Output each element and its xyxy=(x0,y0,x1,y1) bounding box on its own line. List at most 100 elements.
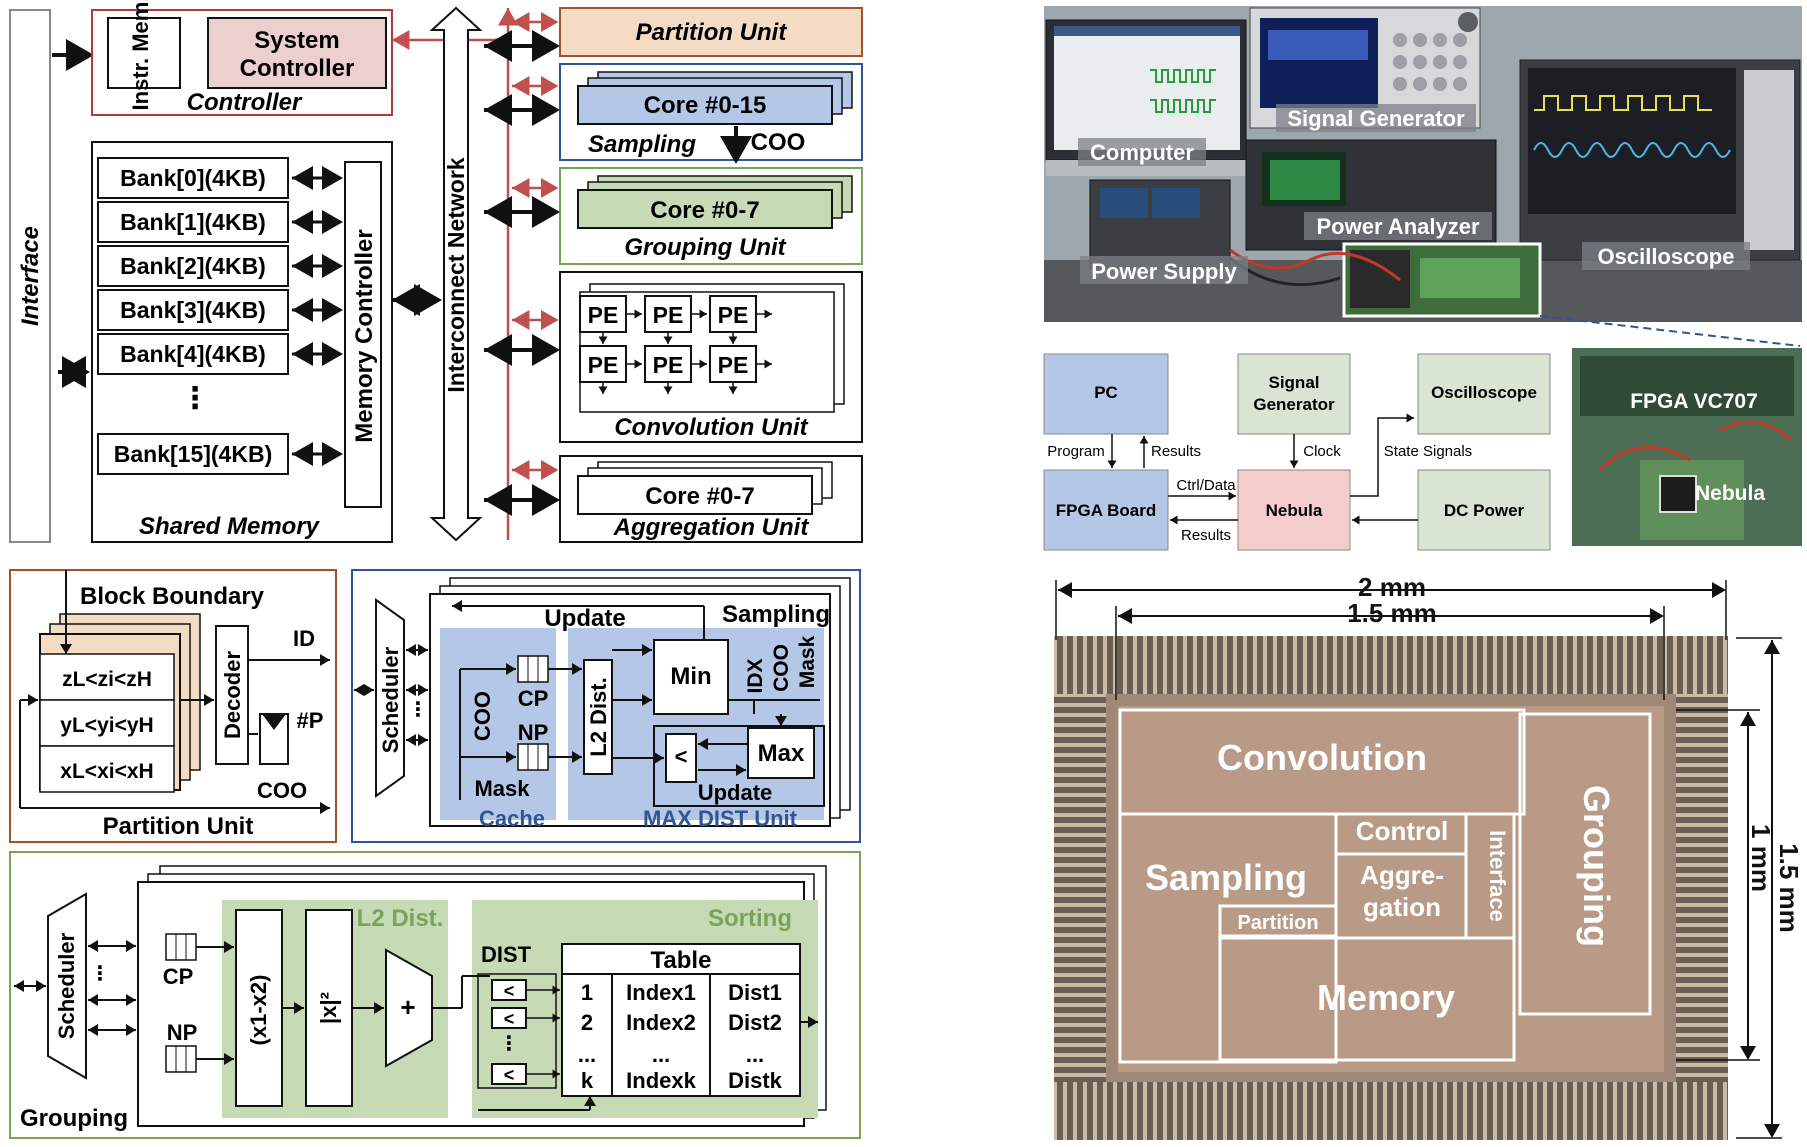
pe-label: PE xyxy=(718,352,749,378)
table-cell: 1 xyxy=(581,980,593,1005)
table-cell: Indexk xyxy=(626,1068,696,1093)
partition-unit-box xyxy=(559,7,863,57)
pe-label: PE xyxy=(588,302,619,328)
sampling-scheduler-label: Scheduler xyxy=(378,646,403,753)
pe-box xyxy=(709,295,757,333)
bank-label: Bank[1](4KB) xyxy=(120,209,266,235)
min-label: Min xyxy=(670,663,711,690)
system-controller-label: System xyxy=(254,27,339,54)
pe-label: PE xyxy=(718,302,749,328)
z-condition: zL<zi<zH xyxy=(62,668,152,691)
square-label: |x|² xyxy=(316,992,341,1024)
partition-coo-label: COO xyxy=(257,778,307,803)
table-cell: Index2 xyxy=(626,1010,696,1035)
np-register-g xyxy=(165,1045,197,1073)
results-up-label: Results xyxy=(1151,443,1201,460)
table-cell: Dist2 xyxy=(728,1010,782,1035)
bank-label: Bank[2](4KB) xyxy=(120,253,266,279)
sort-table xyxy=(561,943,801,1097)
test-block-diagram: PC Signal Generator Oscilloscope FPGA Bo… xyxy=(1043,353,1551,551)
results-back-label: Results xyxy=(1181,527,1231,544)
instr-mem-label: Instr. Mem. xyxy=(128,0,153,110)
comparator-label: < xyxy=(504,1065,515,1085)
controller-label: Controller xyxy=(187,89,303,116)
architecture-diagram: Interface Instr. Mem. System Controller … xyxy=(9,0,863,543)
memory-block xyxy=(1218,936,1516,1062)
oscilloscope-label: Oscilloscope xyxy=(1431,383,1537,402)
y-condition: yL<yi<yH xyxy=(60,714,153,737)
table-title: Table xyxy=(651,947,712,974)
sampling-coo-label: COO xyxy=(751,129,806,156)
photo-oscilloscope-label: Oscilloscope xyxy=(1598,244,1735,269)
ctrl-data-label: Ctrl/Data xyxy=(1176,477,1236,494)
state-signals-label: State Signals xyxy=(1384,443,1472,460)
comparator-label: < xyxy=(504,981,515,1001)
oscilloscope-box xyxy=(1417,353,1551,435)
partition-detail: Block Boundary zL<zi<zH yL<yi<yH xL<xi<x… xyxy=(9,569,337,843)
memory-controller-label: Memory Controller xyxy=(351,229,378,442)
pc-box xyxy=(1043,353,1169,435)
p-label: #P xyxy=(297,708,324,733)
l2dist-label: L2 Dist. xyxy=(586,677,611,756)
partition-block xyxy=(1218,904,1338,938)
sampling-scheduler xyxy=(375,598,405,798)
nebula-box xyxy=(1237,469,1351,551)
grouping-scheduler xyxy=(47,892,87,1080)
update-top-label: Update xyxy=(544,605,625,632)
grouping-core-box xyxy=(577,189,833,229)
die-memory-label: Memory xyxy=(1317,977,1455,1018)
nebula-label: Nebula xyxy=(1266,501,1323,520)
bank-box xyxy=(97,333,289,375)
aggregation-core-label: Core #0-7 xyxy=(645,483,754,510)
partition-detail-title: Partition Unit xyxy=(103,813,254,840)
interconnect-network xyxy=(429,6,483,542)
grouping-detail: Scheduler ⋮ L2 Dist. Sorting CP NP (x1-x… xyxy=(9,851,861,1139)
die-sampling-label: Sampling xyxy=(1145,857,1307,898)
adder xyxy=(385,948,433,1068)
table-cell: Index1 xyxy=(626,980,696,1005)
max-box xyxy=(747,727,815,779)
memory-controller-box xyxy=(344,161,382,508)
photo-nebula-label: Nebula xyxy=(1695,482,1765,505)
bank-label: Bank[15](4KB) xyxy=(114,441,272,467)
bank-label: Bank[3](4KB) xyxy=(120,297,266,323)
cache-label: Cache xyxy=(479,806,545,831)
table-cell: ... xyxy=(578,1042,596,1067)
table-cell: 2 xyxy=(581,1010,593,1035)
max-dist-unit-label: MAX DIST Unit xyxy=(643,806,798,831)
bank-box xyxy=(97,201,289,243)
interconnect-label: Interconnect Network xyxy=(443,157,469,392)
bank-label: Bank[4](4KB) xyxy=(120,341,266,367)
table-cell: k xyxy=(581,1068,594,1093)
signal-generator-label-2: Generator xyxy=(1253,395,1335,414)
block-boundary-label: Block Boundary xyxy=(80,583,265,610)
grouping-unit-label: Grouping Unit xyxy=(624,234,786,261)
table-cell: ... xyxy=(652,1042,670,1067)
system-controller-box xyxy=(207,17,387,89)
diff-box xyxy=(235,909,283,1107)
compare-label: < xyxy=(675,744,688,769)
program-label: Program xyxy=(1047,443,1105,460)
dc-power-label: DC Power xyxy=(1444,501,1525,520)
aggregation-core-box xyxy=(577,475,813,515)
die-convolution-label: Convolution xyxy=(1217,737,1427,778)
dc-power-box xyxy=(1417,469,1551,551)
decoder-label: Decoder xyxy=(220,651,245,739)
die-width-15mm: 1.5 mm xyxy=(1347,598,1437,628)
np-register xyxy=(517,743,549,771)
id-label: ID xyxy=(293,626,315,651)
system-controller-label-2: Controller xyxy=(240,55,355,82)
sorting-label: Sorting xyxy=(708,905,792,932)
test-setup-photo: Computer Signal Generator Power Analyzer… xyxy=(1044,6,1802,347)
grouping-detail-title: Grouping xyxy=(20,1105,128,1132)
l2dist-box xyxy=(583,659,613,775)
bank-box xyxy=(97,157,289,199)
x-condition: xL<xi<xH xyxy=(60,760,153,783)
coo-out-label: COO xyxy=(770,644,793,692)
die-interface-label: Interface xyxy=(1485,830,1510,922)
update-bottom-label: Update xyxy=(698,780,773,805)
photo-fpga-label: FPGA VC707 xyxy=(1630,390,1758,413)
pc-label: PC xyxy=(1094,383,1118,402)
cp-register-g xyxy=(165,933,197,961)
table-cell: Distk xyxy=(728,1068,783,1093)
